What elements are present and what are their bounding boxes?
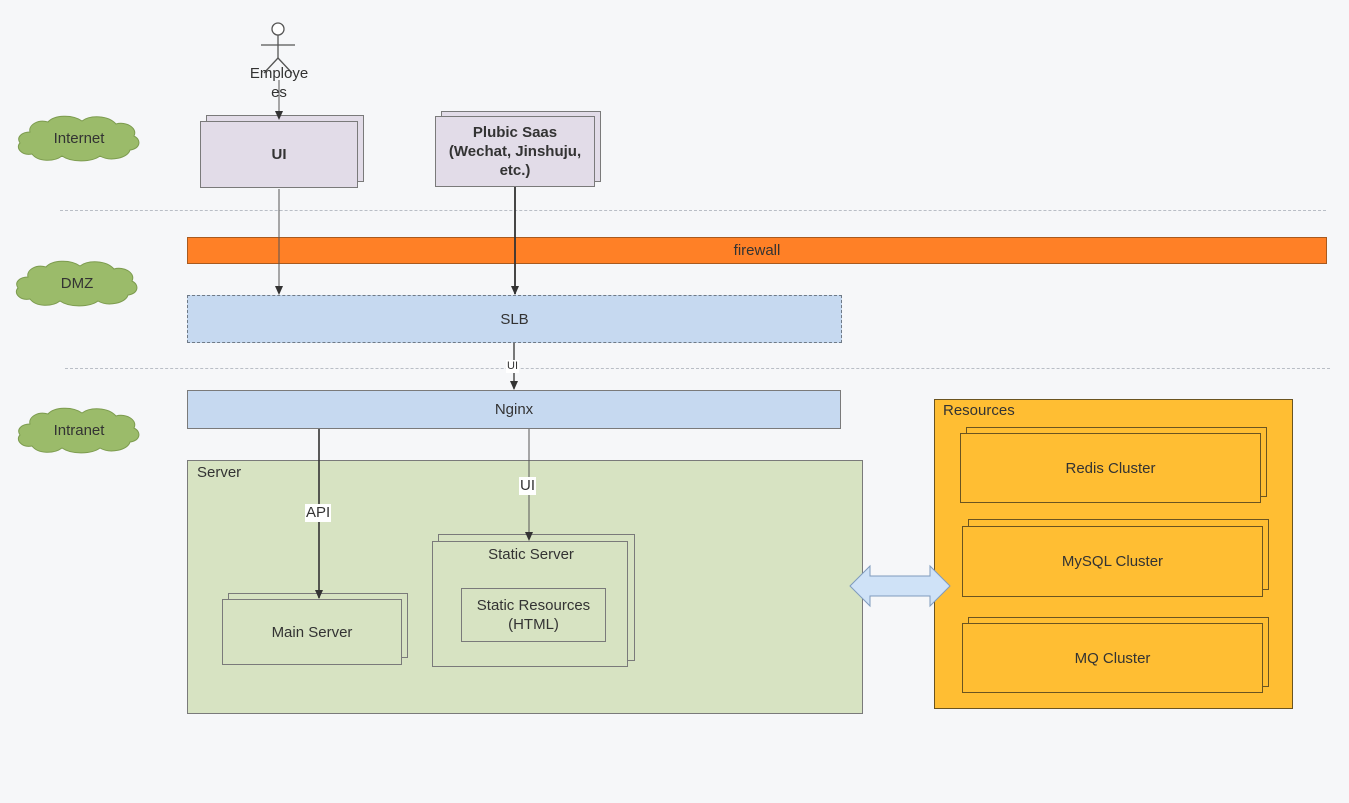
zone-label-intranet: Intranet [53,421,105,439]
public-saas-node[interactable]: Plubic Saas (Wechat, Jinshuju, etc.) [435,111,602,188]
actor-label-line2: es [271,84,287,101]
mysql-cluster-node[interactable]: MySQL Cluster [962,519,1270,598]
zone-separator-internet-dmz [60,210,1326,211]
cloud-icon [17,407,140,454]
public-saas-label-line3: etc.) [499,162,531,179]
static-resources-node[interactable]: Static Resources (HTML) [461,588,606,642]
static-resources-label-line1: Static Resources [476,597,591,614]
person-icon [261,22,295,74]
mq-cluster-label: MQ Cluster [962,623,1263,693]
edge-label-slb-nginx: UI [506,360,519,373]
resources-group-label: Resources [943,402,1015,419]
firewall-bar[interactable]: firewall [187,237,1327,264]
redis-cluster-node[interactable]: Redis Cluster [960,427,1268,504]
main-server-node[interactable]: Main Server [222,593,410,666]
cloud-icon [17,115,140,162]
cloud-internet: Internet [14,112,144,164]
static-server-node[interactable]: Static Server Static Resources (HTML) [432,534,636,669]
main-server-label: Main Server [222,599,402,665]
cloud-icon [15,260,138,307]
public-saas-label-line2: (Wechat, Jinshuju, [448,143,582,160]
static-server-box: Static Server Static Resources (HTML) [432,541,628,667]
mysql-cluster-label: MySQL Cluster [962,526,1263,597]
edge-label-nginx-main: API [305,504,332,522]
slb-node[interactable]: SLB [187,295,842,343]
static-resources-label-line2: (HTML) [508,616,559,633]
server-group-label: Server [197,464,242,481]
zone-label-internet: Internet [53,129,105,147]
zone-separator-dmz-intranet [65,368,1330,369]
public-saas-label-line1: Plubic Saas [472,124,558,141]
mq-cluster-node[interactable]: MQ Cluster [962,617,1270,694]
cloud-dmz: DMZ [12,258,142,308]
edge-label-nginx-static: UI [519,477,536,495]
static-server-label: Static Server [488,546,574,563]
actor-employees[interactable]: Employe es [250,18,308,103]
zone-label-dmz: DMZ [60,274,94,292]
actor-label-line1: Employe [249,65,309,82]
public-saas-node-box: Plubic Saas (Wechat, Jinshuju, etc.) [435,116,595,187]
ui-node-label: UI [200,121,358,188]
ui-node[interactable]: UI [200,115,365,189]
redis-cluster-label: Redis Cluster [960,433,1261,503]
nginx-node[interactable]: Nginx [187,390,841,429]
cloud-intranet: Intranet [14,404,144,456]
